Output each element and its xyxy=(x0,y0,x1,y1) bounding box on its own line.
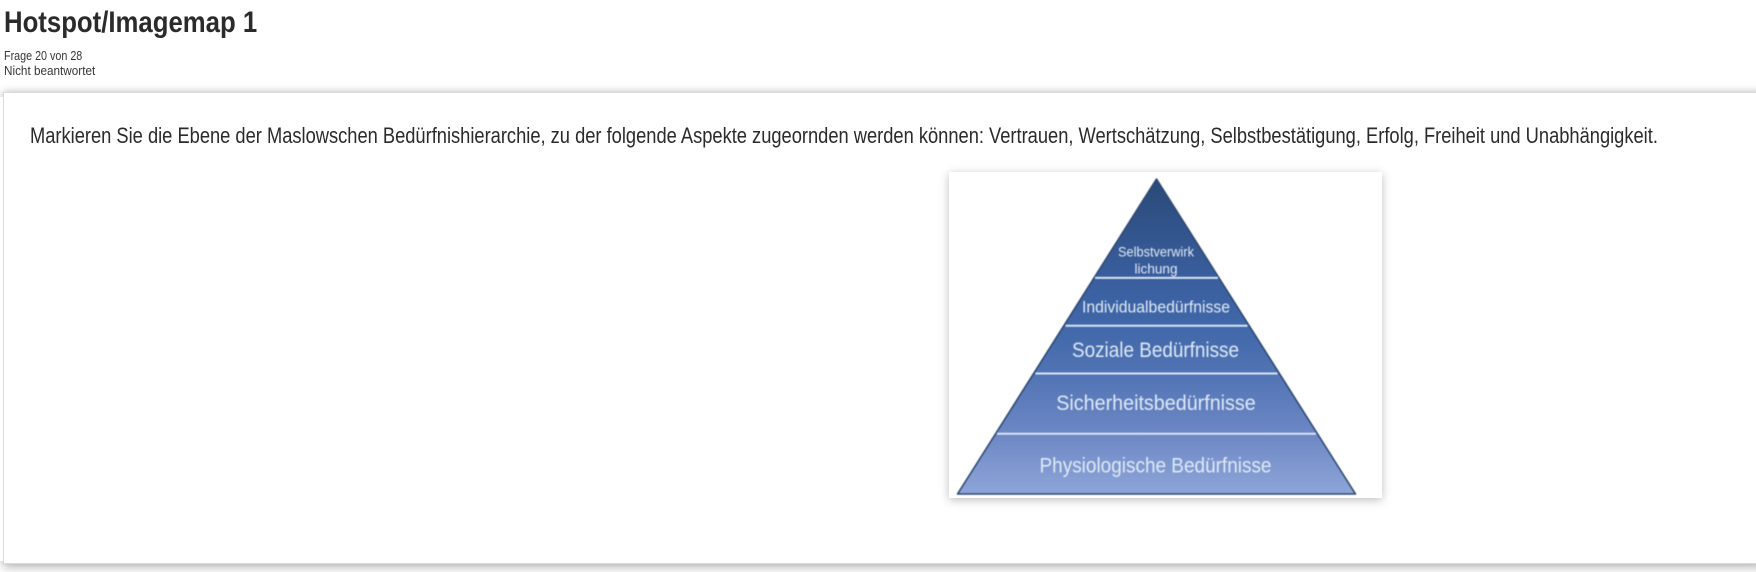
svg-text:Individualbedürfnisse: Individualbedürfnisse xyxy=(1082,297,1230,316)
svg-text:Sicherheitsbedürfnisse: Sicherheitsbedürfnisse xyxy=(1056,391,1256,415)
svg-text:Soziale Bedürfnisse: Soziale Bedürfnisse xyxy=(1072,339,1239,362)
svg-text:lichung: lichung xyxy=(1135,262,1178,277)
svg-text:Physiologische Bedürfnisse: Physiologische Bedürfnisse xyxy=(1040,454,1272,478)
svg-text:Selbstverwirk: Selbstverwirk xyxy=(1118,244,1194,259)
